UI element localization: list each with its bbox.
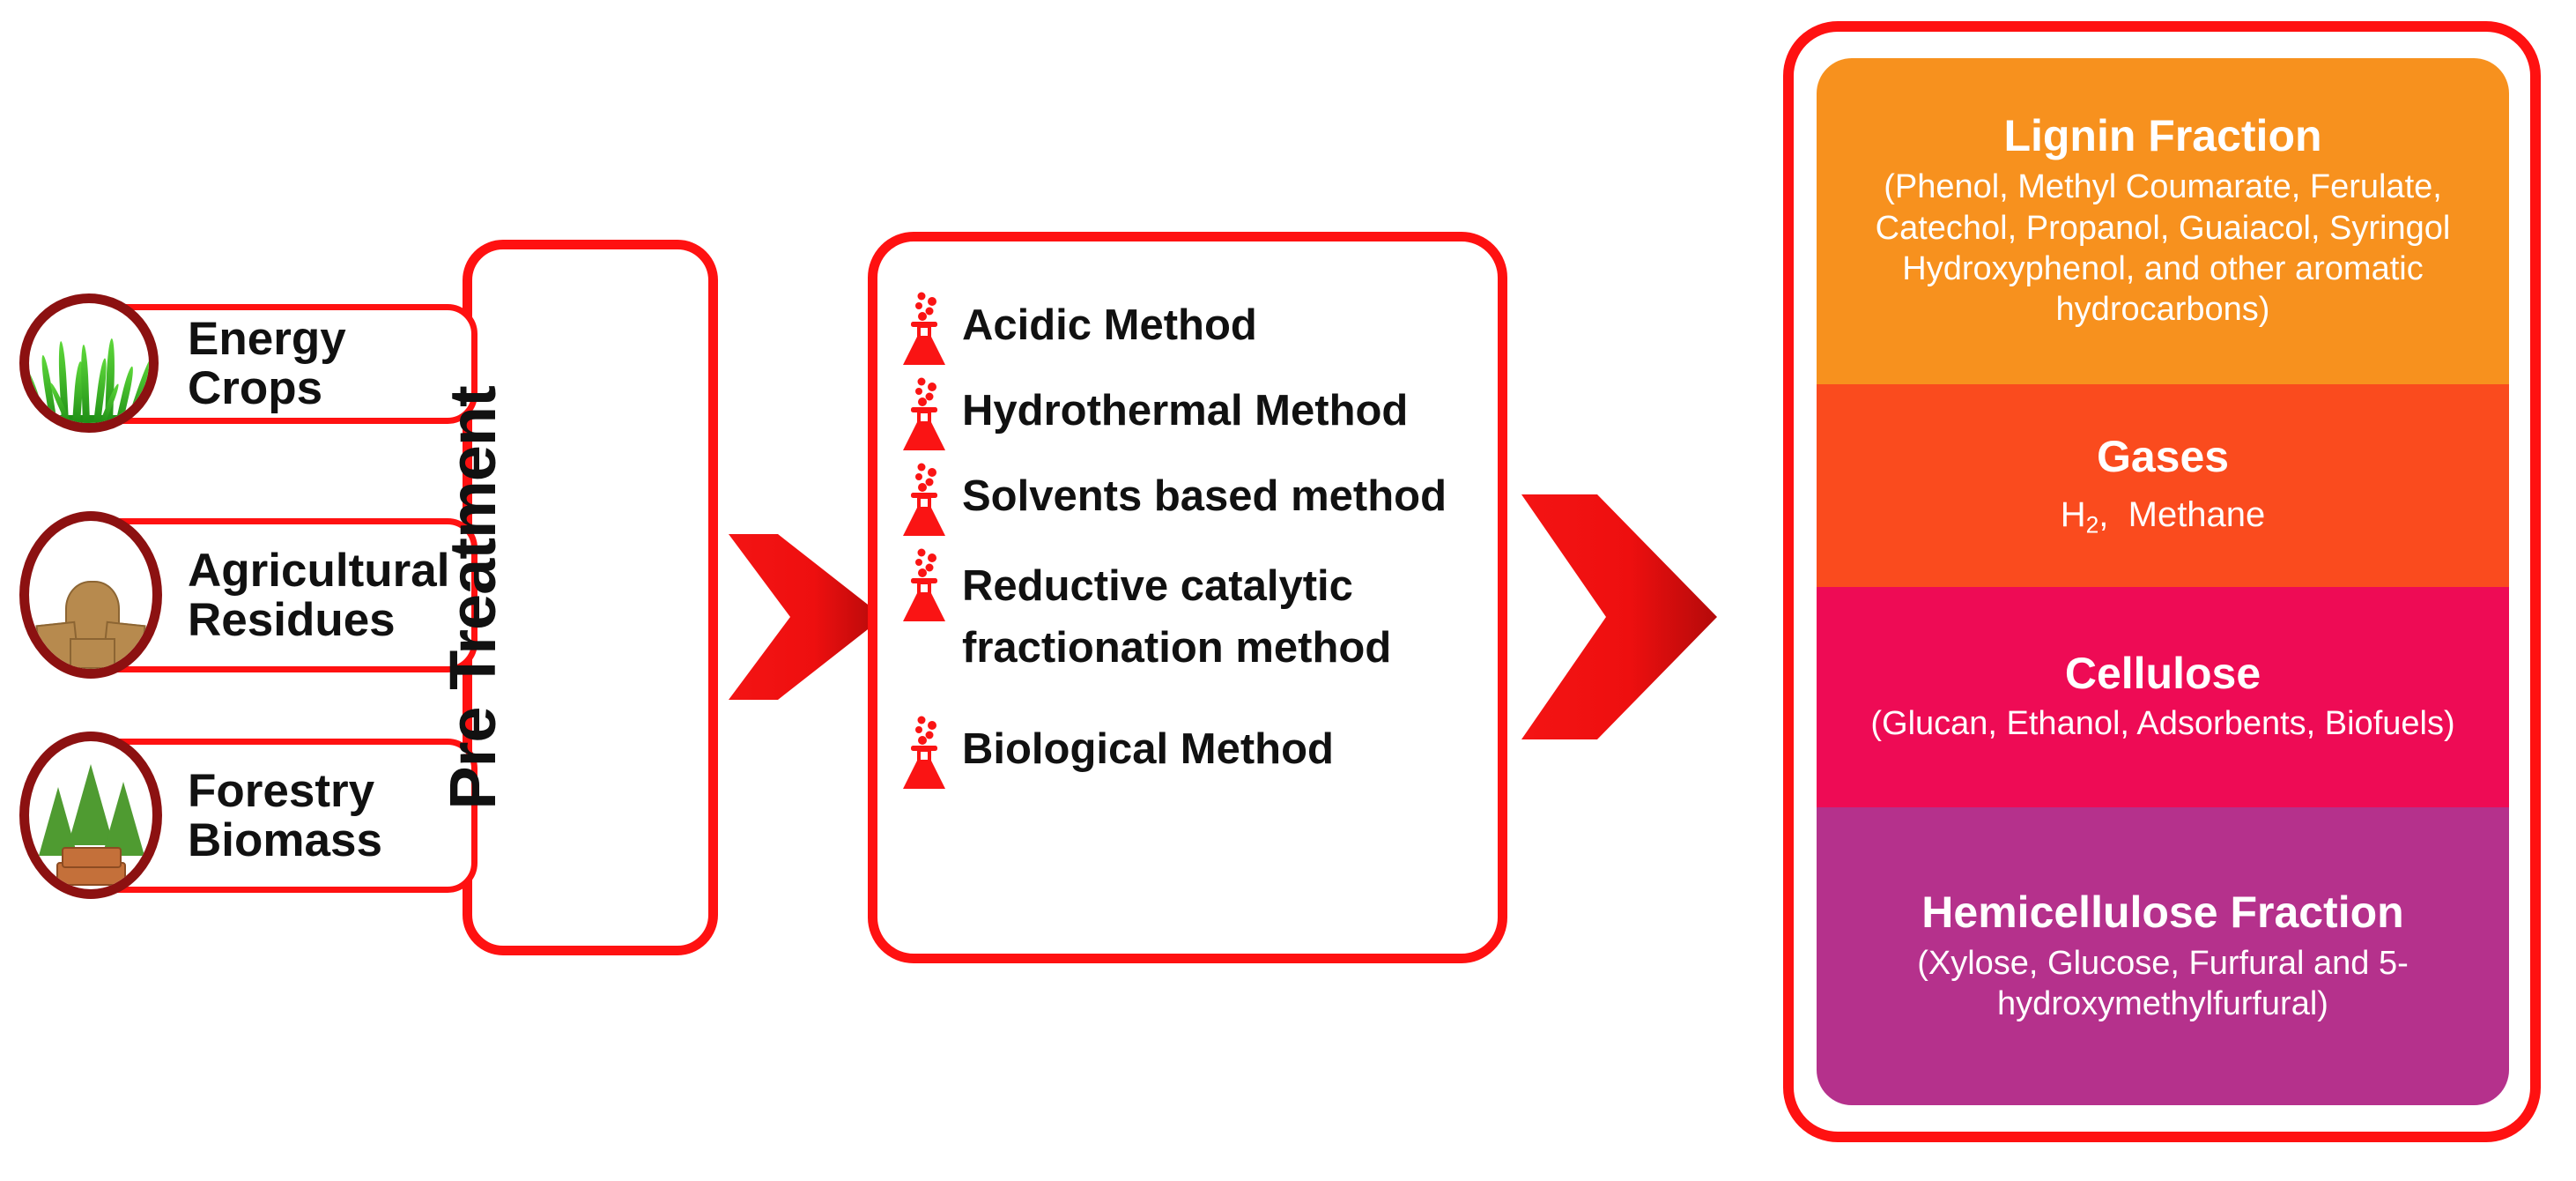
product-hemicellulose-fraction[interactable]: Hemicellulose Fraction (Xylose, Glucose,… <box>1817 807 2509 1105</box>
method-label: Hydrothermal Method <box>962 387 1409 435</box>
feedstock-label-energy-crops: Energy Crops <box>188 313 346 414</box>
method-row[interactable]: Solvents based method <box>897 457 1475 542</box>
feedstock-item-agricultural-residues[interactable]: Agricultural Residues <box>19 511 477 679</box>
grass-icon <box>19 293 159 433</box>
product-title: Cellulose <box>2064 649 2261 699</box>
hay-bale-art <box>35 577 146 669</box>
method-label: Biological Method <box>962 725 1334 773</box>
arrow-feedstock-to-methods-icon <box>729 534 884 700</box>
methods-list: Acidic Method Hydrothermal Method <box>877 286 1498 795</box>
method-label: Acidic Method <box>962 301 1257 349</box>
flask-icon <box>897 547 955 628</box>
tree-log-icon <box>19 732 162 899</box>
feedstock-label-forestry-biomass: Forestry Biomass <box>188 764 382 866</box>
method-row[interactable]: Acidic Method <box>897 286 1475 371</box>
feedstock-item-forestry-biomass[interactable]: Forestry Biomass <box>19 732 477 899</box>
arrow-methods-to-products <box>1518 489 1721 745</box>
product-title: Lignin Fraction <box>2003 111 2322 161</box>
product-subtitle: (Phenol, Methyl Coumarate, Ferulate, Cat… <box>1875 168 2451 329</box>
arrow-methods-to-products-icon <box>1521 494 1717 739</box>
feedstock-label-agricultural-residues: Agricultural Residues <box>188 544 450 646</box>
flask-icon <box>897 715 955 795</box>
grass-art <box>29 334 149 423</box>
product-title: Gases <box>2096 431 2230 481</box>
product-subtitle: H2, Methane <box>2060 494 2266 539</box>
method-row[interactable]: Biological Method <box>897 709 1475 795</box>
product-subtitle: (Glucan, Ethanol, Adsorbents, Biofuels) <box>1870 705 2455 743</box>
tree-log-art <box>34 759 148 889</box>
arrow-feedstock-to-methods <box>727 529 885 705</box>
products-stack: Lignin Fraction (Phenol, Methyl Coumarat… <box>1817 58 2509 1105</box>
hay-bale-icon <box>19 511 162 679</box>
method-label: Solvents based method <box>962 472 1447 520</box>
flask-icon <box>897 462 955 542</box>
feedstock-item-energy-crops[interactable]: Energy Crops <box>19 293 477 435</box>
pre-treatment-box <box>463 240 718 955</box>
flask-icon <box>897 376 955 457</box>
method-label: Reductive catalytic fractionation method <box>962 562 1392 672</box>
methods-box: Acidic Method Hydrothermal Method <box>868 232 1507 963</box>
product-subtitle: (Xylose, Glucose, Furfural and 5-hydroxy… <box>1917 944 2409 1022</box>
product-cellulose[interactable]: Cellulose (Glucan, Ethanol, Adsorbents, … <box>1817 587 2509 807</box>
product-gases[interactable]: Gases H2, Methane <box>1817 384 2509 587</box>
product-title: Hemicellulose Fraction <box>1921 887 2404 937</box>
method-row[interactable]: Hydrothermal Method <box>897 371 1475 457</box>
flask-icon <box>897 291 955 371</box>
product-lignin-fraction[interactable]: Lignin Fraction (Phenol, Methyl Coumarat… <box>1817 58 2509 384</box>
method-row[interactable]: Reductive catalytic fractionation method <box>897 542 1475 709</box>
